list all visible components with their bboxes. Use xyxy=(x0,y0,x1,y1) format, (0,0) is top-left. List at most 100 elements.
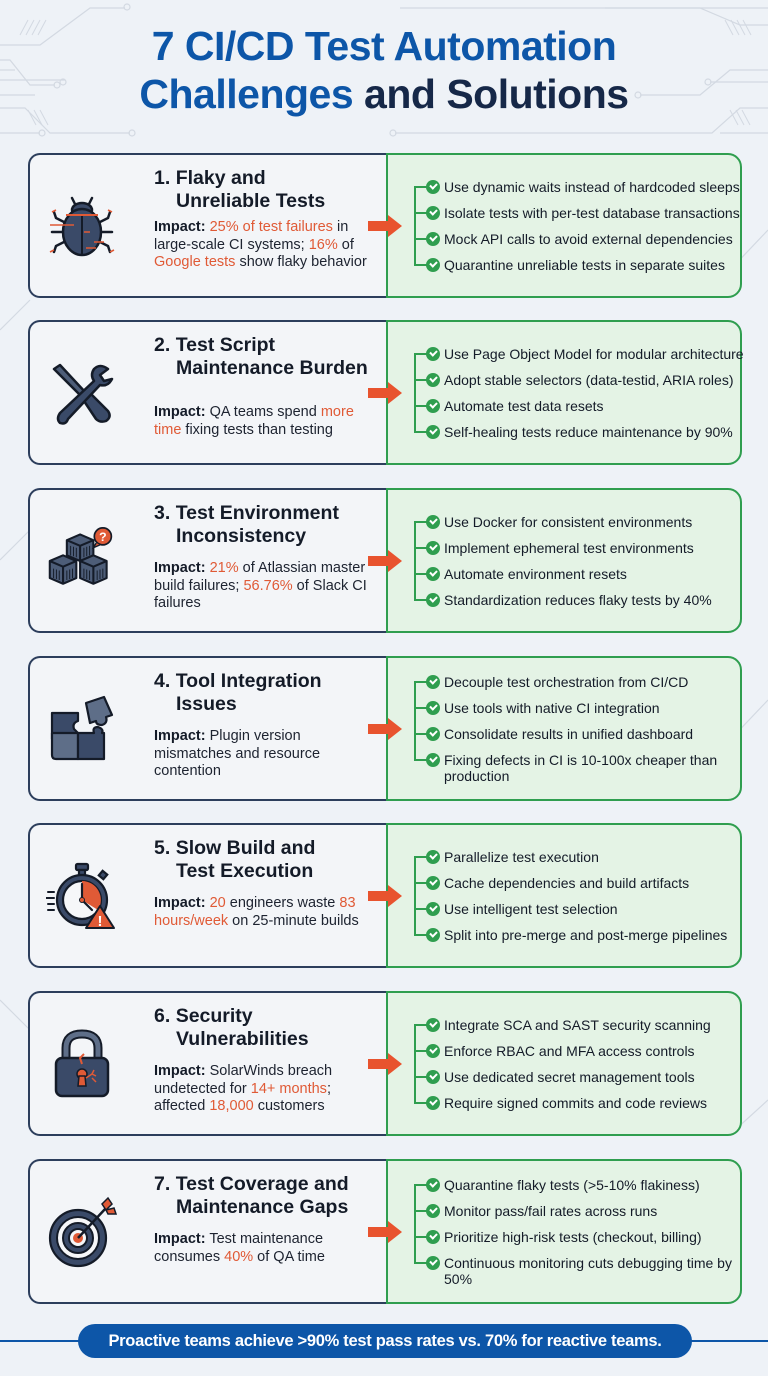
impact-highlight: 21% xyxy=(209,560,239,576)
challenge-title-line-1: Test Coverage and xyxy=(175,1173,349,1195)
tree-branch xyxy=(414,680,428,683)
tree-branch xyxy=(414,185,428,188)
challenge-number: 5. xyxy=(154,837,171,859)
check-circle-icon xyxy=(426,700,440,715)
solution-text: Adopt stable selectors (data-testid, ARI… xyxy=(444,371,734,388)
impact-highlight: Google tests xyxy=(154,254,236,270)
solutions-panel: Use dynamic waits instead of hardcoded s… xyxy=(386,153,742,298)
title-line-2-rest: and Solutions xyxy=(353,71,629,117)
tree-branch xyxy=(414,881,428,884)
challenge-panel: 4. Tool Integration Issues Impact: Plugi… xyxy=(28,656,388,801)
check-circle-icon xyxy=(426,1043,440,1058)
footer-banner: Proactive teams achieve >90% test pass r… xyxy=(78,1324,692,1358)
solution-text: Prioritize high-risk tests (checkout, bi… xyxy=(444,1228,702,1245)
impact-statement: Impact: 20 engineers waste 83 hours/week… xyxy=(154,895,382,930)
svg-text:?: ? xyxy=(99,530,107,544)
impact-text: engineers waste xyxy=(225,895,340,911)
challenge-panel: ? 3. Test Environment Inconsistency Impa… xyxy=(28,488,388,633)
solution-item: Parallelize test execution xyxy=(414,849,744,865)
impact-statement: Impact: 25% of test failures in large-sc… xyxy=(154,219,382,272)
stopwatch-warning-icon: ! xyxy=(45,860,118,932)
tree-trunk xyxy=(414,520,416,601)
impact-label: Impact: xyxy=(154,1231,206,1247)
challenge-number: 2. xyxy=(154,334,171,356)
solutions-list: Integrate SCA and SAST security scanning… xyxy=(414,1017,744,1111)
challenge-card: 4. Tool Integration Issues Impact: Plugi… xyxy=(28,656,742,801)
solution-item: Integrate SCA and SAST security scanning xyxy=(414,1017,744,1033)
solution-item: Isolate tests with per-test database tra… xyxy=(414,205,744,221)
solution-text: Consolidate results in unified dashboard xyxy=(444,725,694,742)
tree-branch xyxy=(414,1183,428,1186)
impact-highlight: 18,000 xyxy=(209,1098,254,1114)
solutions-list: Quarantine flaky tests (>5-10% flakiness… xyxy=(414,1177,744,1287)
impact-label: Impact: xyxy=(154,560,206,576)
impact-highlight: 56.76% xyxy=(243,577,293,594)
solution-item: Use Docker for consistent environments xyxy=(414,514,744,530)
check-circle-icon xyxy=(426,875,440,890)
check-circle-icon xyxy=(426,424,440,439)
impact-text: ; affected xyxy=(154,1080,331,1115)
impact-label: Impact: xyxy=(154,1063,206,1079)
check-circle-icon xyxy=(426,592,440,607)
challenge-title-line-1: Test Script xyxy=(175,334,276,356)
impact-text: on 25-minute builds xyxy=(228,912,359,929)
solution-text: Integrate SCA and SAST security scanning xyxy=(444,1016,711,1033)
tree-branch xyxy=(414,1261,428,1264)
impact-text: show flaky behavior xyxy=(235,254,367,270)
impact-text: fixing tests than testing xyxy=(181,421,333,438)
solution-text: Use tools with native CI integration xyxy=(444,699,660,716)
solution-text: Standardization reduces flaky tests by 4… xyxy=(444,591,712,608)
challenge-title-line-2: Issues xyxy=(176,693,237,715)
solutions-panel: Decouple test orchestration from CI/CD U… xyxy=(386,656,742,801)
impact-text: of Atlassian master build failures; xyxy=(154,560,366,594)
check-circle-icon xyxy=(426,566,440,581)
solution-item: Adopt stable selectors (data-testid, ARI… xyxy=(414,372,744,388)
tree-branch xyxy=(414,404,428,407)
solution-item: Enforce RBAC and MFA access controls xyxy=(414,1043,744,1059)
tree-branch xyxy=(414,1023,428,1026)
solution-text: Use intelligent test selection xyxy=(444,900,618,917)
check-circle-icon xyxy=(426,205,440,220)
tree-trunk xyxy=(414,1023,416,1104)
solution-item: Decouple test orchestration from CI/CD xyxy=(414,674,744,690)
challenge-title-line-1: Slow Build and xyxy=(175,837,316,859)
solution-item: Monitor pass/fail rates across runs xyxy=(414,1203,744,1219)
challenge-card: 7. Test Coverage and Maintenance Gaps Im… xyxy=(28,1159,742,1304)
solution-item: Use intelligent test selection xyxy=(414,901,744,917)
challenge-number: 6. xyxy=(154,1005,171,1027)
challenge-number: 1. xyxy=(154,167,171,189)
solution-text: Split into pre-merge and post-merge pipe… xyxy=(444,926,728,943)
tree-branch xyxy=(414,263,428,266)
challenge-number: 4. xyxy=(154,670,171,692)
impact-highlight: 14+ months xyxy=(250,1080,327,1097)
tree-branch xyxy=(414,430,428,433)
impact-text: of QA time xyxy=(253,1248,325,1265)
solution-item: Mock API calls to avoid external depende… xyxy=(414,231,744,247)
challenge-title-line-2: Unreliable Tests xyxy=(176,190,326,212)
challenge-card: ! 5. Slow Build and Test Execution Impac… xyxy=(28,823,742,968)
tree-branch xyxy=(414,758,428,761)
solution-text: Decouple test orchestration from CI/CD xyxy=(444,673,689,690)
footer-text: Proactive teams achieve >90% test pass r… xyxy=(108,1332,662,1350)
solutions-panel: Parallelize test execution Cache depende… xyxy=(386,823,742,968)
solution-item: Continuous monitoring cuts debugging tim… xyxy=(414,1255,744,1287)
tree-branch xyxy=(414,211,428,214)
check-circle-icon xyxy=(426,1069,440,1084)
challenge-title-line-2: Vulnerabilities xyxy=(176,1028,309,1050)
check-circle-icon xyxy=(426,1255,440,1270)
solution-text: Use Docker for consistent environments xyxy=(444,513,693,530)
impact-highlight: 25% of test failures xyxy=(209,219,333,235)
solution-item: Quarantine flaky tests (>5-10% flakiness… xyxy=(414,1177,744,1193)
impact-text: Plugin version mismatches and resource c… xyxy=(154,728,321,779)
solution-text: Require signed commits and code reviews xyxy=(444,1094,708,1111)
impact-text: customers xyxy=(253,1098,325,1114)
impact-text: of Slack CI failures xyxy=(154,577,367,612)
impact-highlight: 20 xyxy=(209,895,226,911)
tree-branch xyxy=(414,352,428,355)
challenge-title-line-2: Test Execution xyxy=(176,860,314,882)
solutions-panel: Integrate SCA and SAST security scanning… xyxy=(386,991,742,1136)
solution-item: Consolidate results in unified dashboard xyxy=(414,726,744,742)
impact-text: SolarWinds breach undetected for xyxy=(154,1063,333,1097)
check-circle-icon xyxy=(426,231,440,246)
impact-statement: Impact: Test maintenance consumes 40% of… xyxy=(154,1231,382,1266)
